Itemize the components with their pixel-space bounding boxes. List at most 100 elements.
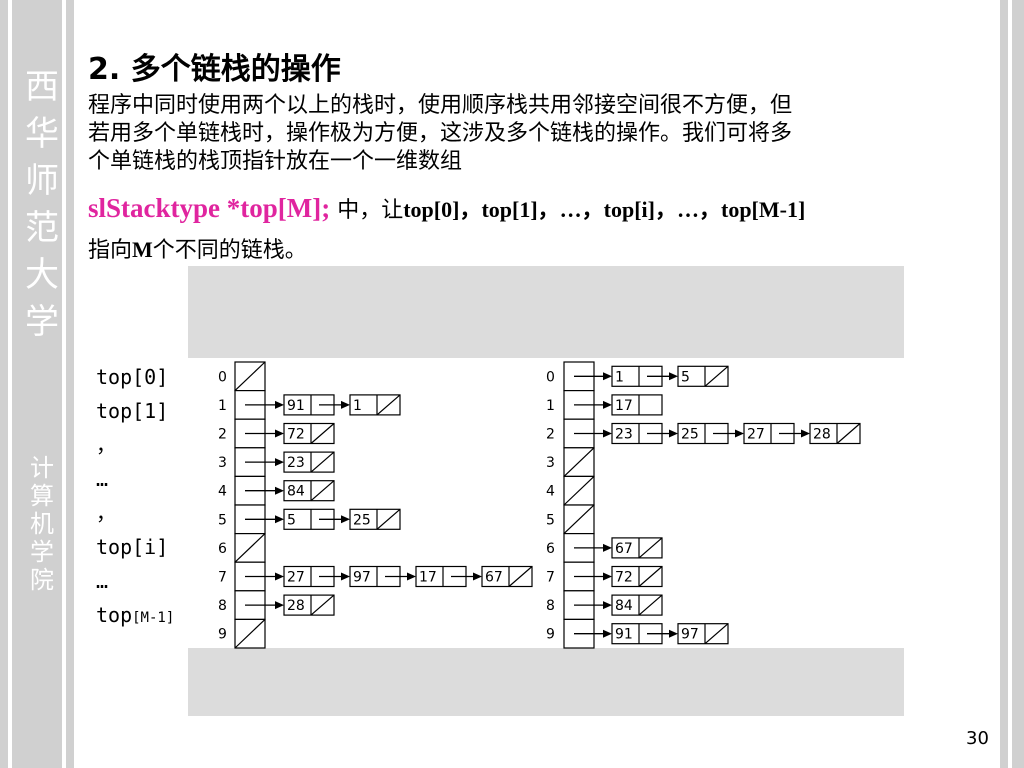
array-index: 2 (546, 427, 555, 443)
null-slash (563, 504, 595, 535)
array-index: 7 (546, 570, 555, 586)
code-connector: 中，让 (330, 198, 404, 223)
arrow-head (603, 601, 612, 610)
array-index: 0 (218, 369, 227, 385)
array-index: 1 (218, 398, 227, 414)
paragraph-line: 若用多个单链栈时，操作极为方便，这涉及多个链栈的操作。我们可将多 (88, 121, 793, 146)
left-stripe (0, 0, 8, 768)
list-node (283, 451, 335, 473)
node-value: 91 (287, 398, 305, 414)
pointer-label: top[M-1] (96, 598, 174, 632)
description-suffix: 个不同的链栈。 (152, 238, 307, 263)
array-index: 2 (218, 427, 227, 443)
description-prefix: 指向 (88, 238, 133, 263)
list-node (481, 565, 533, 588)
pointer-label-prefix: top (96, 603, 133, 627)
array-cell (234, 504, 266, 535)
paragraph-line: 程序中同时使用两个以上的栈时，使用顺序栈共用邻接空间很不方便，但 (88, 93, 793, 118)
arrow-head (603, 400, 612, 409)
arrow-head (341, 400, 350, 409)
arrow-head (669, 629, 678, 638)
list-node (611, 565, 663, 588)
node-value: 28 (287, 598, 305, 614)
code-declaration-line: slStacktype *top[M]; 中，让top[0]，top[1]，…，… (88, 194, 805, 225)
list-node (743, 422, 795, 445)
sidebar-char: 院 (30, 566, 54, 594)
list-node (677, 365, 729, 387)
slide-title: 2. 多个链栈的操作 (88, 52, 341, 87)
description-m: M (132, 237, 153, 262)
arrow-head (669, 429, 678, 438)
array-index: 4 (218, 484, 227, 500)
arrow-head (603, 372, 612, 381)
node-value: 28 (813, 427, 831, 443)
pointer-label: top[1] (96, 399, 169, 423)
array-index: 4 (546, 484, 555, 500)
node-value: 27 (287, 570, 305, 586)
node-value: 97 (681, 627, 699, 643)
arrow-head (341, 572, 350, 581)
list-node (611, 594, 663, 616)
array-index: 6 (218, 541, 227, 557)
pointer-label: ， (96, 433, 116, 457)
node-value: 67 (615, 541, 633, 557)
array-cell (563, 618, 595, 649)
list-node (611, 365, 663, 387)
array-index: 5 (218, 512, 227, 528)
array-cell (234, 361, 266, 392)
node-value: 5 (287, 512, 296, 528)
list-node (283, 480, 335, 502)
arrow-head (275, 458, 284, 467)
pointer-label-suffix: [M-1] (132, 610, 175, 626)
right-stripe (1012, 0, 1024, 768)
node-value: 72 (287, 427, 305, 443)
list-node (611, 422, 663, 445)
array-index: 7 (218, 570, 227, 586)
list-node (283, 394, 335, 416)
right-stripe (1000, 0, 1008, 768)
sidebar-char: 大 (25, 255, 59, 295)
node-value: 27 (747, 427, 765, 443)
array-cell (563, 390, 595, 420)
pointer-label-column: top[0] top[1] ， … ， top[i] … top[M-1] (96, 360, 174, 632)
arrow-head (341, 515, 350, 524)
sidebar-char: 计 (30, 454, 54, 482)
node-value: 17 (615, 398, 633, 414)
left-stripe (12, 0, 62, 768)
array-cell (234, 447, 266, 477)
array-index: 8 (546, 598, 555, 614)
arrow-head (275, 515, 284, 524)
array-cell (234, 475, 266, 506)
array-cell (234, 618, 266, 649)
sidebar-char: 学 (30, 538, 54, 566)
array-cell (563, 590, 595, 620)
diagram-top-panel (188, 266, 904, 358)
code-declaration: slStacktype *top[M]; (88, 193, 331, 223)
list-node (677, 623, 729, 645)
list-node (283, 422, 335, 445)
paragraph-line: 个单链栈的栈顶指针放在一个一维数组 (88, 149, 463, 174)
null-slash (376, 394, 401, 416)
null-slash (310, 480, 335, 502)
pointer-label: top[0] (96, 365, 169, 389)
page-number: 30 (966, 728, 989, 749)
array-index: 0 (546, 369, 555, 385)
list-node (283, 594, 335, 616)
null-slash (836, 423, 861, 444)
null-slash (310, 423, 335, 444)
arrow-head (603, 629, 612, 638)
pointer-label: top[i] (96, 535, 169, 559)
arrow-head (735, 429, 744, 438)
array-index: 1 (546, 398, 555, 414)
list-node (677, 422, 729, 445)
node-value: 84 (287, 484, 305, 500)
null-slash (310, 451, 335, 473)
diagram-bottom-panel (188, 648, 904, 716)
node-value: 1 (353, 398, 362, 414)
array-cell (234, 590, 266, 620)
node-value: 23 (287, 455, 305, 471)
pointer-label: ， (96, 501, 116, 525)
array-cell (563, 447, 595, 477)
null-slash (563, 475, 595, 506)
sidebar-char: 学 (25, 302, 59, 342)
